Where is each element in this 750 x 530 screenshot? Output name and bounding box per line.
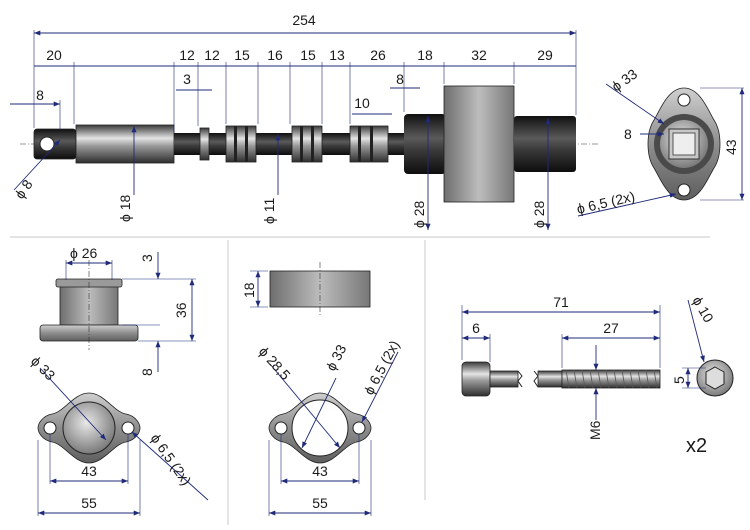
dim-diameter: ϕ 33: [323, 342, 350, 374]
dim-segment: 12: [204, 47, 220, 63]
dim-width: 55: [81, 495, 97, 511]
dim-segment: 15: [300, 47, 316, 63]
dim-holes: ϕ 6,5 (2x): [148, 431, 195, 489]
dim-segment: 26: [370, 47, 386, 63]
dim-thread-size: M6: [587, 420, 603, 440]
dim-sub: 3: [183, 71, 191, 87]
dim-diameter: ϕ 11: [261, 198, 277, 224]
dim-height: 36: [173, 302, 189, 318]
dim-sub: 8: [36, 87, 44, 103]
dim-segment: 32: [471, 47, 487, 63]
dim-diameter: ϕ 18: [117, 194, 133, 222]
dim-holes: ϕ 6,5 (2x): [575, 188, 636, 217]
dim-segment: 13: [329, 47, 345, 63]
dim-label: 3: [139, 254, 155, 262]
dim-sub: 8: [396, 71, 404, 87]
dim-width: 55: [312, 495, 328, 511]
dim-thickness: 18: [241, 282, 257, 298]
dim-segment: 16: [267, 47, 283, 63]
gasket-top: [268, 351, 399, 516]
dim-total-length: 254: [292, 12, 316, 28]
dim-holes: ϕ 6,5 (2x): [361, 338, 403, 398]
dim-segment: 18: [417, 47, 433, 63]
bolt-head-end: [682, 299, 734, 397]
dim-diameter: ϕ 28: [531, 200, 547, 228]
dim-diameter: ϕ 26: [70, 245, 98, 261]
dim-head-length: 6: [472, 320, 480, 336]
dim-diameter: ϕ 33: [609, 66, 641, 95]
dim-diameter: ϕ 8: [11, 176, 35, 201]
dim-sub: 10: [354, 95, 370, 111]
bearing-housing-top: [37, 367, 209, 516]
dim-diameter: ϕ 28,5: [256, 343, 294, 383]
dim-hex-size: 5: [671, 376, 687, 384]
bolt-quantity: x2: [686, 435, 707, 457]
dim-diameter: ϕ 33: [28, 353, 59, 384]
dim-height: 43: [723, 139, 739, 155]
dim-hole-spacing: 43: [81, 463, 97, 479]
dim-label: 8: [624, 126, 632, 142]
bearing-housing-side: [39, 252, 196, 372]
dim-thread-length: 27: [603, 320, 619, 336]
dim-label: 8: [139, 368, 155, 376]
dim-bolt-length: 71: [553, 294, 569, 310]
shaft-assembly: [20, 85, 600, 203]
dim-segment: 15: [234, 47, 250, 63]
dim-segment: 12: [179, 47, 195, 63]
bolt-side: [461, 305, 661, 420]
dim-segment: 29: [537, 47, 553, 63]
flange-end-view: [577, 83, 745, 217]
shaft-dimensions: [10, 30, 577, 230]
gasket-side: [250, 262, 371, 316]
dim-hole-spacing: 43: [312, 463, 328, 479]
dim-diameter: ϕ 28: [411, 200, 427, 228]
dim-segment: 20: [46, 47, 62, 63]
